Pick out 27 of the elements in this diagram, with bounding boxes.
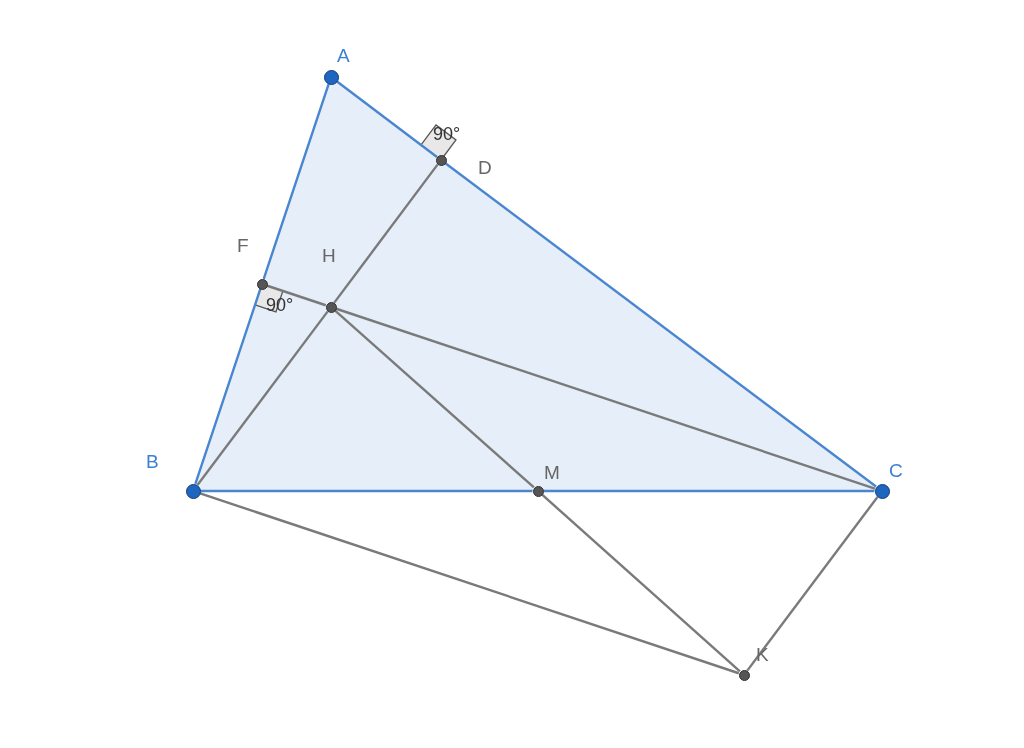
point-marker: [435, 154, 447, 166]
line-segment: [746, 496, 879, 672]
point-marker: [323, 69, 339, 85]
line-segment: [333, 163, 439, 304]
line-segment: [444, 162, 877, 488]
point-marker: [256, 278, 268, 290]
point-marker: [738, 669, 750, 681]
line-segment: [336, 80, 438, 158]
line-segment: [262, 83, 330, 280]
point-label: D: [478, 158, 492, 177]
line-segment: [334, 309, 535, 489]
line-segment: [541, 493, 741, 673]
line-segment: [194, 288, 262, 485]
point-marker: [185, 483, 201, 499]
line-segment: [196, 310, 329, 486]
point-label: C: [889, 461, 903, 480]
point-label: H: [322, 246, 336, 265]
line-segment: [335, 307, 876, 490]
line-segment: [543, 489, 875, 493]
point-marker: [532, 485, 544, 497]
point-label: A: [337, 46, 350, 65]
line-segment: [199, 492, 740, 675]
line-segment: [200, 489, 533, 493]
point-label: B: [146, 452, 159, 471]
point-marker: [325, 301, 337, 313]
point-label: M: [544, 463, 560, 482]
point-label: F: [237, 236, 249, 255]
